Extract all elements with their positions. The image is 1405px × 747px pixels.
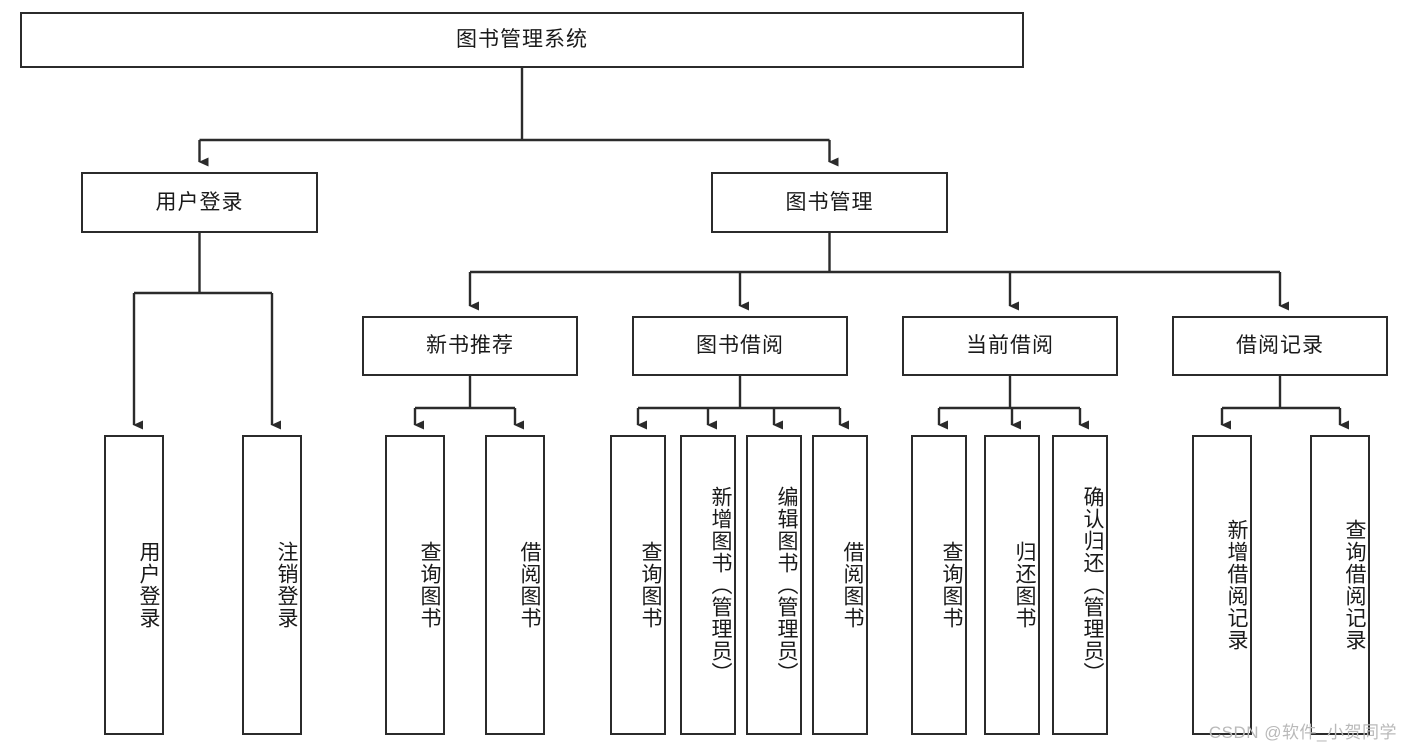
leaf-query-borrow-record[interactable]: 查询借阅记录 — [1310, 435, 1370, 735]
node-root-label: 图书管理系统 — [456, 28, 588, 52]
node-borrow-record[interactable]: 借阅记录 — [1172, 316, 1388, 376]
leaf-add-borrow-record[interactable]: 新增借阅记录 — [1192, 435, 1252, 735]
leaf-add-book-label: 新增图书（管理员） — [709, 486, 732, 684]
leaf-borrow-book-1-label: 借阅图书 — [518, 541, 541, 629]
leaf-query-book-1-label: 查询图书 — [418, 541, 441, 629]
node-book-manage[interactable]: 图书管理 — [711, 172, 948, 233]
leaf-logout[interactable]: 注销登录 — [242, 435, 302, 735]
leaf-logout-label: 注销登录 — [275, 541, 298, 629]
node-book-borrow[interactable]: 图书借阅 — [632, 316, 848, 376]
leaf-query-book-2-label: 查询图书 — [639, 541, 662, 629]
leaf-query-book-3-label: 查询图书 — [940, 541, 963, 629]
node-book-borrow-label: 图书借阅 — [696, 334, 784, 358]
leaf-borrow-book-2-label: 借阅图书 — [841, 541, 864, 629]
leaf-query-borrow-record-label: 查询借阅记录 — [1343, 519, 1366, 651]
leaf-user-login-label: 用户登录 — [137, 541, 160, 629]
node-new-book-recommend-label: 新书推荐 — [426, 334, 514, 358]
node-current-borrow[interactable]: 当前借阅 — [902, 316, 1118, 376]
leaf-edit-book-label: 编辑图书（管理员） — [775, 486, 798, 684]
leaf-edit-book[interactable]: 编辑图书（管理员） — [746, 435, 802, 735]
node-user-login-label: 用户登录 — [155, 190, 244, 214]
node-new-book-recommend[interactable]: 新书推荐 — [362, 316, 578, 376]
node-user-login[interactable]: 用户登录 — [81, 172, 318, 233]
watermark: CSDN @软件_小贺同学 — [1208, 723, 1397, 742]
leaf-query-book-3[interactable]: 查询图书 — [911, 435, 967, 735]
leaf-borrow-book-2[interactable]: 借阅图书 — [812, 435, 868, 735]
node-borrow-record-label: 借阅记录 — [1236, 334, 1324, 358]
leaf-return-book[interactable]: 归还图书 — [984, 435, 1040, 735]
node-root[interactable]: 图书管理系统 — [20, 12, 1024, 68]
leaf-user-login[interactable]: 用户登录 — [104, 435, 164, 735]
leaf-confirm-return[interactable]: 确认归还（管理员） — [1052, 435, 1108, 735]
node-book-manage-label: 图书管理 — [785, 190, 874, 214]
leaf-add-book[interactable]: 新增图书（管理员） — [680, 435, 736, 735]
leaf-return-book-label: 归还图书 — [1013, 541, 1036, 629]
leaf-query-book-1[interactable]: 查询图书 — [385, 435, 445, 735]
leaf-borrow-book-1[interactable]: 借阅图书 — [485, 435, 545, 735]
leaf-add-borrow-record-label: 新增借阅记录 — [1225, 519, 1248, 651]
leaf-query-book-2[interactable]: 查询图书 — [610, 435, 666, 735]
leaf-confirm-return-label: 确认归还（管理员） — [1081, 486, 1104, 684]
node-current-borrow-label: 当前借阅 — [966, 334, 1054, 358]
